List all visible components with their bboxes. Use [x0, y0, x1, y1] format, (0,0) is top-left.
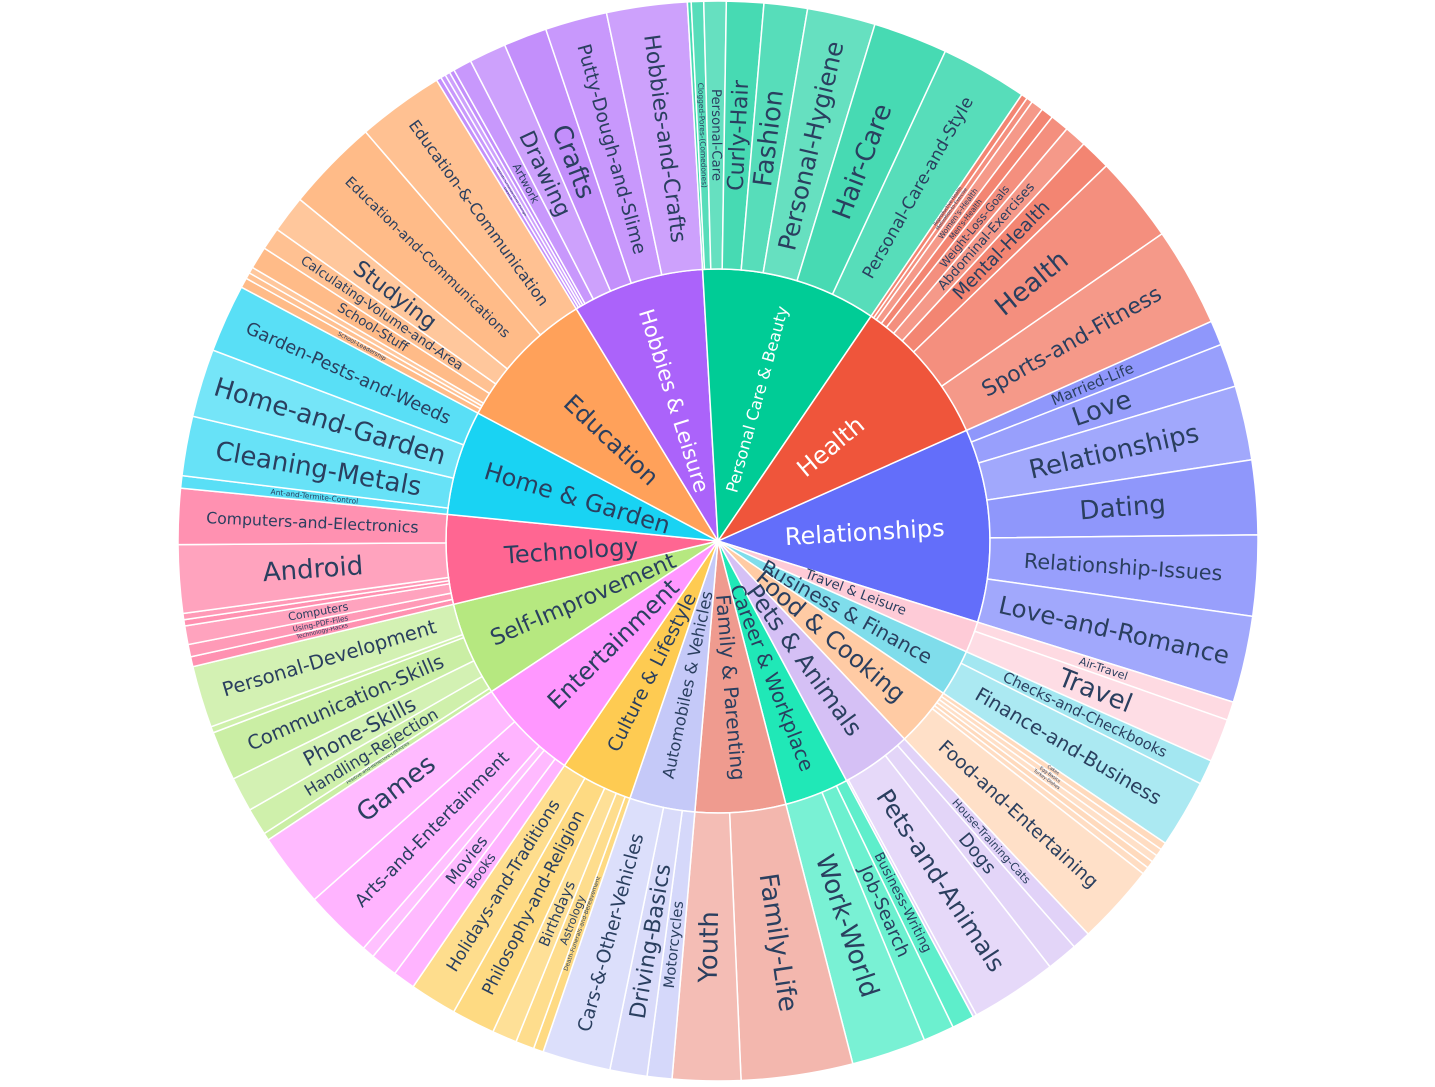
leaf-label-relationships-3: Dating	[1078, 490, 1167, 527]
sector-relationships-love-1[interactable]	[970, 343, 1237, 464]
sector-health-sports-and-fitness-8[interactable]	[940, 232, 1213, 432]
sector-hobbies-and-leisure-artwork-4[interactable]	[452, 60, 595, 305]
sector-career-and-workplace-work-world-2[interactable]	[785, 791, 926, 1065]
leaf-label-personal-care-and-beauty-2: Personal-Care	[708, 89, 724, 181]
sector-self-improvement-handling-rejection-1[interactable]	[248, 675, 491, 835]
sector-self-improvement-phone-skills-2[interactable]	[232, 659, 484, 811]
sector-home-and-garden-home-and-garden-2[interactable]	[191, 349, 465, 480]
leaf-label-technology-5: Android	[262, 551, 364, 588]
sector-hobbies-and-leisure-hobbies-and-crafts-8[interactable]	[605, 1, 704, 276]
sector-family-and-parenting-family-life-0[interactable]	[728, 803, 854, 1082]
sector-personal-care-and-beauty-fashion-4[interactable]	[740, 2, 809, 274]
sector-career-and-workplace-business-writing-0[interactable]	[835, 779, 975, 1029]
sector-business-and-finance-checks-and-checkbooks-0[interactable]	[959, 650, 1213, 785]
sector-health-mental-health-6[interactable]	[901, 142, 1108, 354]
sector-personal-care-and-beauty-hair-care-6[interactable]	[796, 23, 947, 296]
sector-health-abdominal-exercises-5[interactable]	[892, 127, 1085, 342]
sector-personal-care-and-beauty-personal-care-and-style-7[interactable]	[831, 50, 1023, 318]
sector-self-improvement-personal-development-5[interactable]	[191, 603, 464, 728]
sector-travel-and-leisure-travel-1[interactable]	[965, 630, 1229, 762]
sector-hobbies-and-leisure-drawing-5[interactable]	[469, 43, 612, 301]
sector-culture-and-lifestyle-philosophy-and-religion-3[interactable]	[452, 777, 606, 1033]
sector-technology-computers-2[interactable]	[183, 582, 452, 646]
leaf-label-personal-care-and-beauty-1: Clogged-Pores-(Comedones)	[696, 83, 709, 189]
sector-education-calculating-volume-and-area-4[interactable]	[263, 228, 497, 395]
sector-technology-computers-and-electronics-6[interactable]	[177, 487, 449, 546]
sector-culture-and-lifestyle-birthdays-2[interactable]	[491, 787, 618, 1043]
sector-automobiles-and-vehicles-driving-basics-1[interactable]	[608, 806, 684, 1078]
sector-home-and-garden-garden-pests-and-weeds-3[interactable]	[211, 286, 479, 446]
sector-education-studying-5[interactable]	[275, 198, 509, 386]
sector-hobbies-and-leisure-putty-dough-and-slime-7[interactable]	[544, 11, 663, 285]
sector-health-weight-loss-goals-4[interactable]	[885, 115, 1068, 335]
sector-self-improvement-communication-skills-3[interactable]	[212, 636, 475, 780]
sector-culture-and-lifestyle-holidays-and-traditions-4[interactable]	[412, 764, 586, 1013]
sector-entertainment-games-4[interactable]	[267, 690, 516, 901]
sector-education-education-and-communication-7[interactable]	[364, 79, 578, 336]
sector-pets-and-animals-house-training-cats-0[interactable]	[896, 737, 1090, 948]
sector-personal-care-and-beauty-personal-care-2[interactable]	[702, 0, 728, 270]
sector-home-and-garden-cleaning-metals-1[interactable]	[181, 415, 455, 509]
sector-relationships-relationship-issues-4[interactable]	[986, 534, 1259, 618]
sector-pets-and-animals-dogs-1[interactable]	[884, 744, 1076, 968]
sector-pets-and-animals-pets-and-animals-2[interactable]	[847, 754, 1052, 1017]
sector-entertainment-movies-1[interactable]	[371, 749, 557, 975]
leaf-label-family-and-parenting-1: Youth	[694, 911, 726, 984]
sector-relationships-relationships-2[interactable]	[977, 385, 1253, 501]
sector-relationships-dating-3[interactable]	[986, 458, 1259, 539]
sector-automobiles-and-vehicles-motorcycles-0[interactable]	[646, 809, 696, 1080]
sector-education-education-and-communications-6[interactable]	[298, 130, 542, 370]
sector-health-health-7[interactable]	[912, 164, 1164, 388]
sector-business-and-finance-finance-and-business-1[interactable]	[942, 662, 1202, 845]
sector-hobbies-and-leisure-crafts-6[interactable]	[503, 28, 633, 293]
sector-entertainment-arts-and-entertainment-3[interactable]	[313, 720, 541, 950]
sector-entertainment-books-0[interactable]	[393, 757, 566, 988]
sector-personal-care-and-beauty-curly-hair-3[interactable]	[721, 0, 765, 271]
sector-technology-android-5[interactable]	[177, 542, 450, 615]
sector-travel-and-leisure-air-travel-0[interactable]	[973, 621, 1235, 722]
sector-automobiles-and-vehicles-cars-and-other-vehicles-2[interactable]	[542, 797, 665, 1071]
sector-personal-care-and-beauty-personal-hygiene-5[interactable]	[762, 7, 876, 282]
sector-relationships-love-and-romance-5[interactable]	[976, 578, 1254, 704]
sector-food-and-cooking-food-and-entertaining-5[interactable]	[903, 707, 1145, 936]
sector-education-school-stuff-3[interactable]	[251, 247, 491, 405]
sector-culture-and-lifestyle-astrology-1[interactable]	[515, 792, 627, 1050]
sector-career-and-workplace-job-search-1[interactable]	[820, 784, 955, 1041]
